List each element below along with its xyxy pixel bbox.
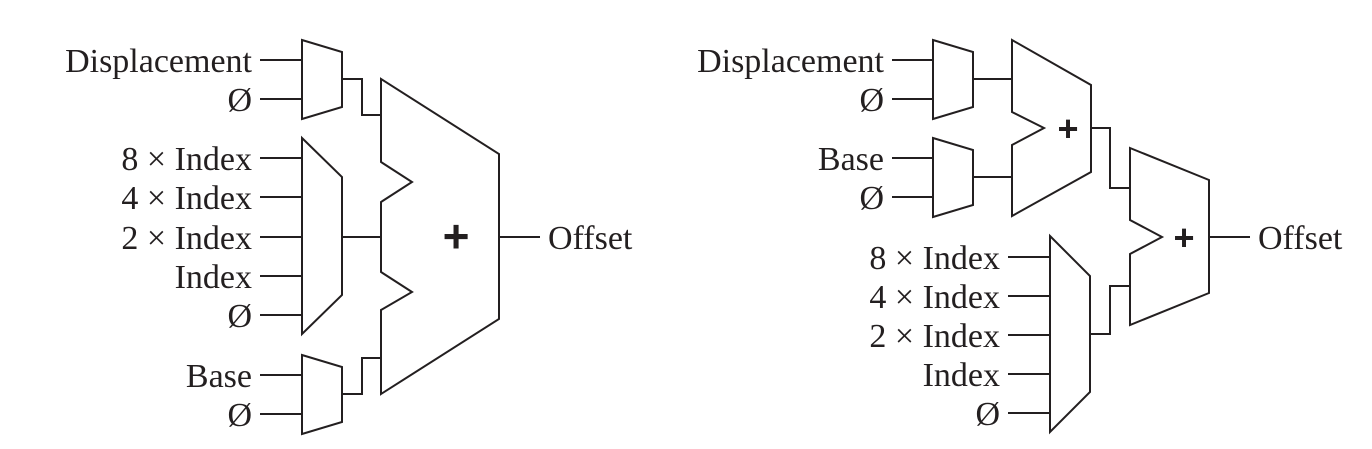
left-mux-base xyxy=(301,353,343,436)
left-label-base: Base xyxy=(186,358,252,395)
right-internal-wires xyxy=(973,78,1130,335)
left-label-zero-c: Ø xyxy=(227,397,252,434)
left-input-wires xyxy=(260,59,302,415)
right-label-zero-b: Ø xyxy=(859,180,884,217)
right-adder-2-plus-symbol: + xyxy=(1173,217,1194,258)
right-mux-index xyxy=(1049,233,1091,435)
left-diagram: Displacement Ø 8 × Index 4 × Index 2 × I… xyxy=(65,38,633,436)
left-label-index8: 8 × Index xyxy=(121,141,252,178)
right-adder-1 xyxy=(1011,38,1092,218)
right-adder-2 xyxy=(1129,146,1210,327)
right-input-wires xyxy=(892,59,1050,414)
right-adder-1-plus-symbol: + xyxy=(1057,108,1078,149)
right-label-base: Base xyxy=(818,141,884,178)
right-label-zero-c: Ø xyxy=(975,396,1000,433)
left-label-index1: Index xyxy=(175,259,252,296)
right-label-index4: 4 × Index xyxy=(869,279,1000,316)
left-internal-wires xyxy=(342,78,381,395)
right-label-index2: 2 × Index xyxy=(869,318,1000,355)
left-label-displacement: Displacement xyxy=(65,43,252,80)
right-label-displacement: Displacement xyxy=(697,43,884,80)
left-label-index4: 4 × Index xyxy=(121,180,252,217)
right-label-zero-a: Ø xyxy=(859,82,884,119)
left-mux-index xyxy=(301,135,343,337)
left-label-zero-a: Ø xyxy=(227,82,252,119)
left-label-zero-b: Ø xyxy=(227,298,252,335)
left-mux-displacement xyxy=(301,38,343,121)
right-mux-base xyxy=(932,136,974,219)
left-adder-plus-symbol: + xyxy=(443,210,470,262)
left-adder xyxy=(380,77,500,396)
right-label-index1: Index xyxy=(923,357,1000,394)
right-diagram: Displacement Ø Base Ø 8 × Index 4 × Inde… xyxy=(697,38,1343,435)
right-mux-displacement xyxy=(932,38,974,121)
left-label-index2: 2 × Index xyxy=(121,220,252,257)
right-label-offset: Offset xyxy=(1258,220,1343,257)
right-label-index8: 8 × Index xyxy=(869,240,1000,277)
left-label-offset: Offset xyxy=(548,220,633,257)
